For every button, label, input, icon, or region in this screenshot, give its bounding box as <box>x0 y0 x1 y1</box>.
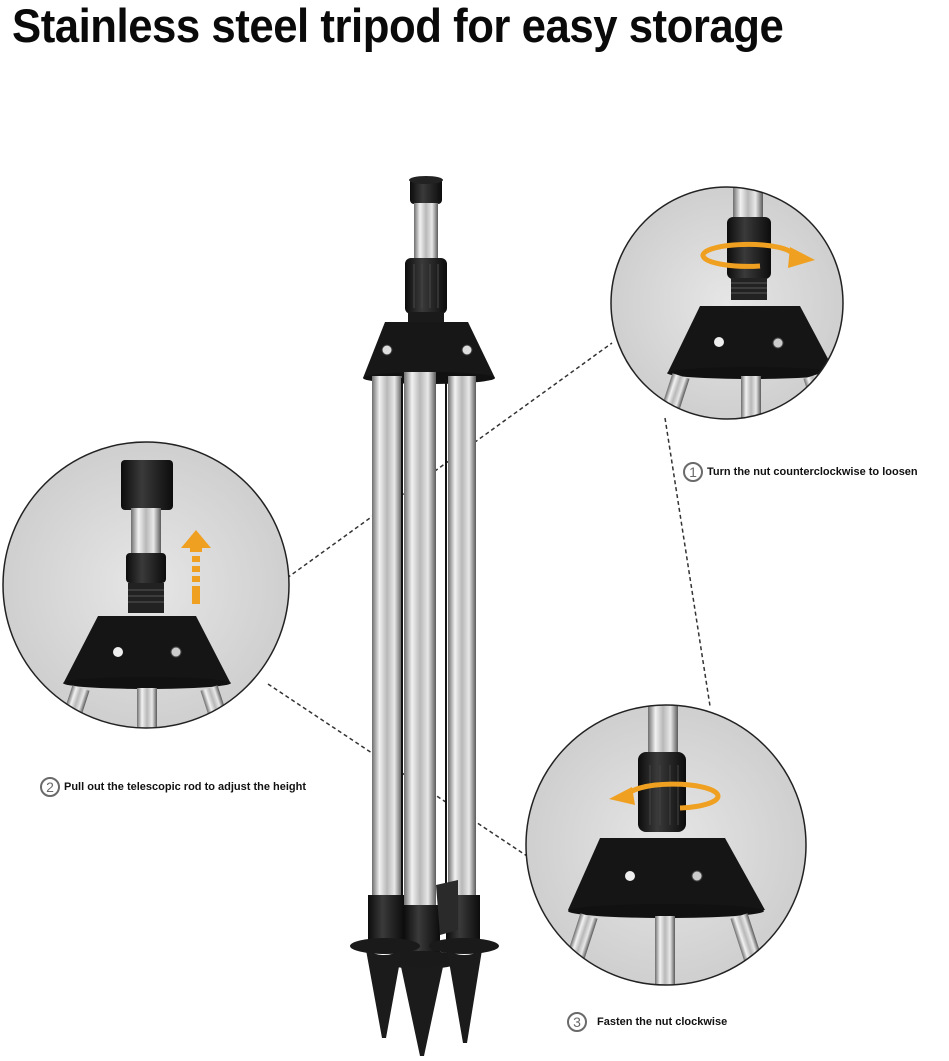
detail-circle-step-2 <box>2 441 290 729</box>
tripod-main <box>350 176 499 1056</box>
detail-circle-step-3 <box>525 704 807 986</box>
step-2-caption: 2 Pull out the telescopic rod to adjust … <box>40 777 306 797</box>
rotate-counterclockwise-arrow-icon <box>700 241 796 269</box>
step-label: Fasten the nut clockwise <box>597 1016 728 1028</box>
page-title: Stainless steel tripod for easy storage <box>12 0 784 52</box>
detail-circle-step-1 <box>610 186 844 420</box>
rotate-clockwise-arrow-icon <box>625 781 721 811</box>
step-number-badge: 3 <box>567 1012 587 1032</box>
step-label: Pull out the telescopic rod to adjust th… <box>64 781 307 793</box>
step-number-badge: 1 <box>683 462 703 482</box>
step-label: Turn the nut counterclockwise to loosen <box>707 466 918 478</box>
step-1-caption: 1 Turn the nut counterclockwise to loose… <box>683 462 918 482</box>
step-3-caption: 3 Fasten the nut clockwise <box>567 1012 727 1032</box>
pull-up-arrow-icon <box>181 530 211 604</box>
step-number-badge: 2 <box>40 777 60 797</box>
